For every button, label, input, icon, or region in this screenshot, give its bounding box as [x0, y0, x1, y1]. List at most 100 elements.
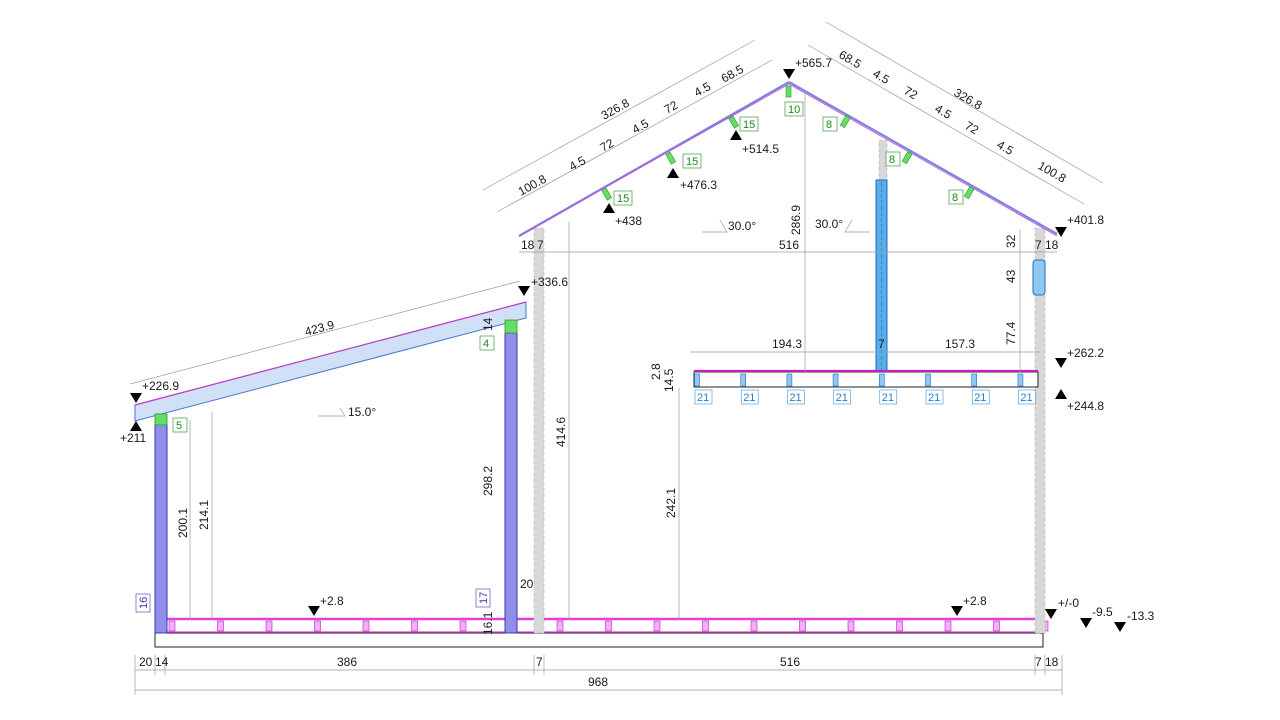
level-marker-m13 [1114, 622, 1126, 632]
deck-joist [694, 373, 700, 387]
floor-joists [168, 620, 1049, 632]
level-deck-bottom: +244.8 [1067, 399, 1104, 413]
shed-roof-top [134, 301, 527, 406]
floor-slab [154, 617, 1049, 648]
floor-joist [750, 620, 758, 632]
dim-roof-left-segs [496, 59, 773, 213]
deck-joist-tag-box [787, 389, 805, 405]
level-labels: +565.7 +514.5 +476.3 +438 +401.8 +336.6 … [120, 56, 1155, 623]
roof-right-seg-4: 4.5 [933, 101, 955, 122]
ridge-post-grey [878, 139, 888, 181]
rafter-right [788, 81, 1058, 235]
floor-joist [896, 620, 903, 632]
level-zero: +/-0 [1058, 596, 1079, 610]
dimension-lines [129, 21, 1104, 695]
roof-left-seg-3: 72 [598, 136, 617, 155]
dim-roof-left-total [482, 39, 756, 191]
dim-shed-length [129, 280, 521, 385]
floor-joist [799, 620, 806, 632]
roof-right-seg-7: 100.8 [1036, 158, 1069, 185]
floor-joist [459, 620, 467, 632]
post-mid [504, 332, 518, 634]
main-roof [518, 81, 1058, 237]
deck-joists [694, 373, 1024, 387]
dim-roof-right-segs [807, 44, 1085, 205]
level-marker-244 [1055, 389, 1067, 399]
deck-joist-tag: 21 [1020, 392, 1032, 404]
floor-joist [556, 620, 564, 632]
dim-161: 16.1 [481, 611, 495, 635]
deck-joist [925, 373, 931, 387]
floor-joist [411, 620, 418, 632]
roof-right-seg-6: 4.5 [995, 137, 1017, 158]
floor-joist [702, 620, 709, 632]
dim-2982: 298.2 [481, 466, 495, 496]
roof-right-seg-3: 72 [902, 83, 921, 102]
bottom-dim-14: 14 [155, 655, 169, 669]
bottom-dim-total: 968 [588, 675, 608, 689]
level-438: +438 [615, 214, 642, 228]
level-shed-bearing: +211 [120, 431, 146, 445]
post-tags: 16 17 [135, 588, 491, 613]
dim-ridge-height: 286.9 [789, 205, 803, 235]
level-ridge: +565.7 [795, 56, 832, 70]
green-tag-9: 4 [479, 335, 495, 351]
purlin-ridge [785, 85, 792, 98]
svg-text:17: 17 [478, 592, 490, 604]
level-476: +476.3 [680, 178, 717, 192]
angle-shed: 15.0° [348, 405, 376, 419]
level-marker-zero [1045, 609, 1057, 619]
roof-left-seg-1: 100.8 [516, 172, 549, 199]
floor-joist [993, 620, 1000, 632]
angle-symbol-shed [318, 407, 346, 417]
roof-left-seg-4: 4.5 [630, 116, 652, 136]
svg-text:15: 15 [686, 156, 698, 168]
angle-roof-left: 30.0° [728, 219, 756, 233]
dim-shed-length: 423.9 [303, 318, 336, 339]
level-marker-476 [667, 168, 679, 178]
floor-joist [168, 620, 176, 632]
angle-roof-right: 30.0° [815, 217, 843, 231]
bottom-dim-516: 516 [780, 655, 800, 669]
bottom-dim-18: 18 [1045, 655, 1059, 669]
wall-right-block [1032, 259, 1046, 296]
roof-right-dims: 326.8 68.5 4.5 72 4.5 72 4.5 100.8 [837, 47, 1069, 185]
svg-text:15: 15 [743, 119, 755, 131]
dim-145: 14.5 [662, 368, 676, 392]
level-marker-floor-right [951, 606, 963, 616]
foundation-band [154, 632, 1044, 648]
purlin-right-2 [901, 151, 913, 165]
floor-joist [605, 620, 612, 632]
deck-joist [878, 373, 885, 387]
angle-labels: 30.0° 30.0° 15.0° [348, 217, 843, 419]
dim-20-vertical: 20 [520, 577, 534, 591]
dim-157: 157.3 [945, 337, 975, 351]
purlin-left-1 [601, 187, 613, 201]
deck-joist-tag-box [740, 389, 759, 405]
dim-width-upper: 516 [779, 238, 799, 252]
floor-joist [653, 620, 661, 632]
green-tags: 15 15 15 10 8 8 8 5 4 [172, 101, 964, 433]
level-marker-438 [603, 203, 615, 213]
deck-joist-tag-box [925, 389, 944, 405]
bottom-dim-20: 20 [139, 655, 153, 669]
rafter-left-inner [518, 83, 790, 237]
level-marker-m9 [1080, 618, 1092, 628]
dim-4146: 414.6 [554, 417, 568, 447]
green-tag-6: 8 [885, 151, 901, 167]
dim-roof-right-total [825, 21, 1104, 184]
deck-joist-tag-box [694, 389, 713, 405]
deck-joist-tag: 21 [697, 392, 709, 404]
roof-left-seg-5: 72 [662, 98, 681, 117]
deck-joist [740, 373, 747, 387]
roof-right-seg-5: 72 [963, 118, 982, 137]
bottom-dim-7-right: 7 [1035, 655, 1042, 669]
level-marker-floor-left [308, 606, 320, 616]
svg-text:8: 8 [889, 154, 895, 166]
green-tag-8: 5 [172, 417, 188, 433]
green-tag-7: 8 [948, 189, 964, 205]
floor-joist [314, 620, 321, 632]
roof-left-seg-2: 4.5 [567, 153, 589, 173]
wall-right [1034, 227, 1046, 634]
